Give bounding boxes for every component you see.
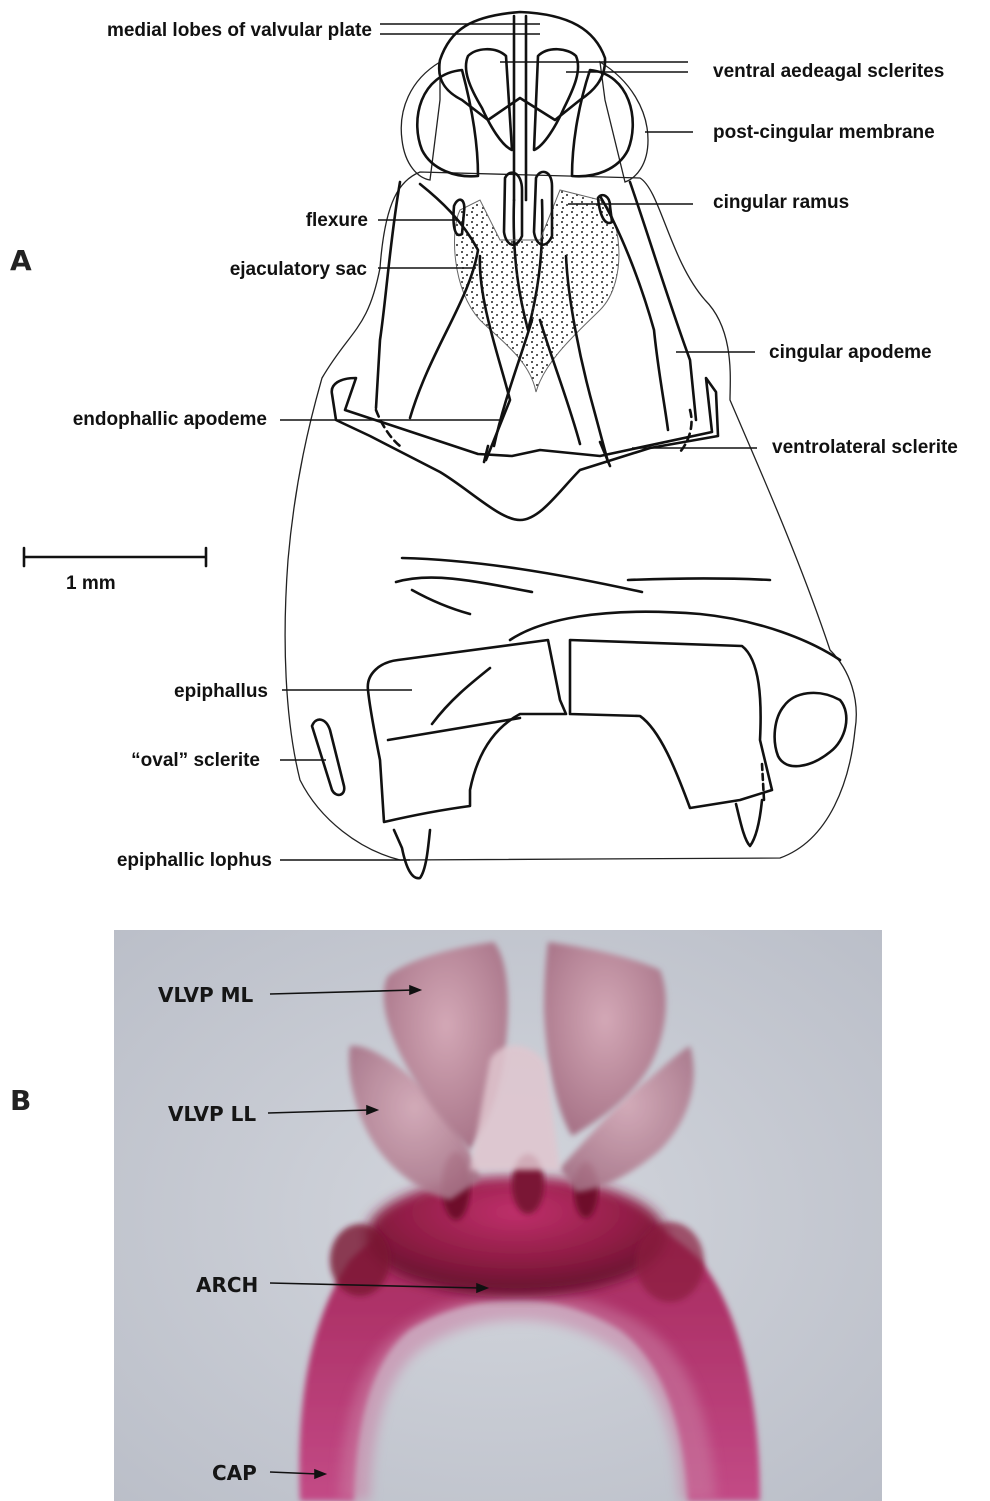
epiphallus-right (570, 640, 772, 808)
epiphallus-diagonal (432, 668, 490, 724)
label-post-cingular: post-cingular membrane (713, 122, 935, 143)
epiphallus-left (368, 640, 566, 822)
ejaculatory-sac (455, 190, 619, 392)
ventral-aedeagal-right (534, 49, 578, 150)
post-cingular-left (401, 62, 440, 180)
scale-bar-label: 1 mm (66, 573, 116, 594)
lophus-right (736, 800, 762, 846)
panel-a-letter: A (10, 244, 32, 277)
lateral-lobe-right (572, 70, 633, 176)
post-cingular-right (600, 62, 648, 182)
label-arch: ARCH (196, 1273, 258, 1297)
panel-a-drawing: 1 mm A medial lobes of valvular plate ve… (10, 12, 958, 878)
fold-line-2 (396, 577, 532, 592)
label-cingular-apodeme: cingular apodeme (769, 342, 932, 363)
label-ventral-aedeagal: ventral aedeagal sclerites (713, 61, 944, 82)
label-ventrolateral-sclerite: ventrolateral sclerite (772, 437, 958, 458)
fold-line-4 (628, 579, 770, 581)
panel-b-letter: B (10, 1084, 31, 1117)
fold-line-5 (510, 612, 840, 660)
label-medial-lobes: medial lobes of valvular plate (107, 20, 372, 41)
label-epiphallus: epiphallus (174, 681, 268, 702)
lophus-left (394, 830, 430, 878)
label-ejaculatory-sac: ejaculatory sac (230, 259, 368, 280)
label-vlvp-ll: VLVP LL (168, 1102, 256, 1126)
lateral-lobe-left (417, 70, 478, 176)
scale-bar (24, 548, 206, 566)
oval-sclerite (312, 720, 344, 795)
ventral-aedeagal-left (466, 49, 512, 150)
label-endophallic-apodeme: endophallic apodeme (73, 409, 267, 430)
label-epiphallic-lophus: epiphallic lophus (117, 850, 272, 871)
label-vlvp-ml: VLVP ML (158, 983, 253, 1007)
label-cap: CAP (212, 1461, 257, 1485)
panel-b-photo: B VLVP ML VLVP LL ARCH CAP (10, 930, 882, 1501)
fold-line-3 (412, 590, 470, 614)
lateral-sclerite-right (775, 693, 847, 766)
label-cingular-ramus: cingular ramus (713, 192, 849, 213)
ventrolateral-band (332, 378, 718, 520)
label-flexure: flexure (306, 210, 368, 231)
label-oval-sclerite: “oval” sclerite (131, 750, 260, 771)
fold-line-1 (402, 558, 642, 592)
